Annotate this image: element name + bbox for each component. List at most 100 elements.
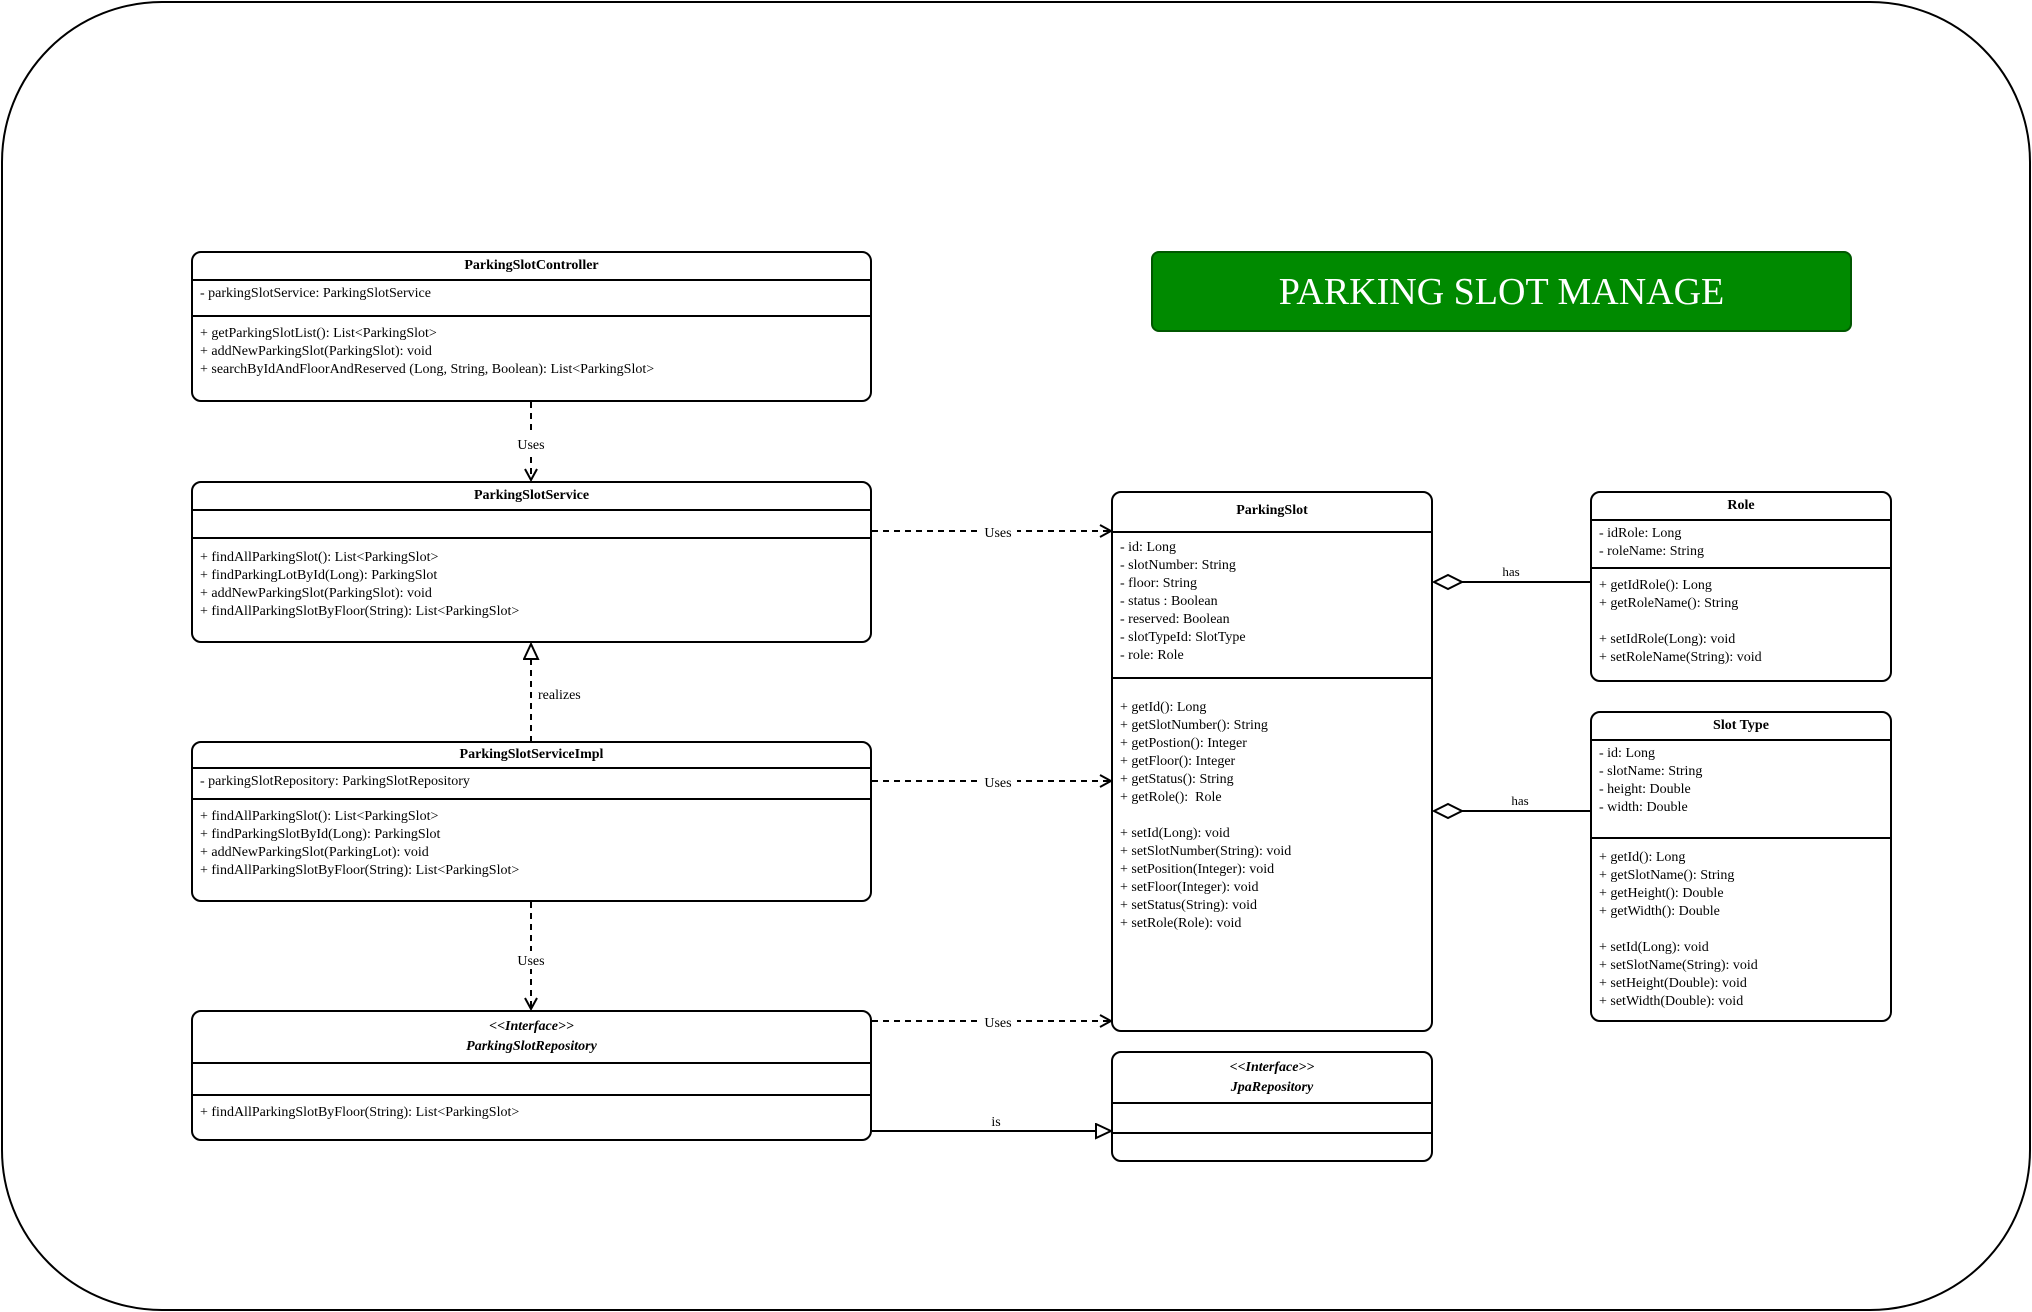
method-line: + findAllParkingSlotByFloor(String): Lis…	[200, 863, 520, 878]
attribute-line: - width: Double	[1599, 800, 1688, 815]
method-line: + findAllParkingSlotByFloor(String): Lis…	[200, 604, 520, 619]
methods-section	[1113, 1134, 1431, 1142]
attribute-line: - role: Role	[1120, 648, 1184, 663]
method-line: + getRole(): Role	[1120, 790, 1222, 805]
edge-label-service-parkingslot: Uses	[984, 526, 1011, 541]
attributes-section	[193, 511, 870, 539]
method-line: + getHeight(): Double	[1599, 886, 1724, 901]
methods-section: + getIdRole(): Long + getRoleName(): Stri…	[1592, 569, 1890, 671]
edge-label-controller-service: Uses	[517, 438, 544, 453]
class-parkingslotcontroller: ParkingSlotController - parkingSlotServi…	[191, 251, 872, 402]
edge-label-repository-parkingslot: Uses	[984, 1016, 1011, 1031]
attributes-section	[1113, 1104, 1431, 1134]
stereotype-label: <<Interface>>	[1229, 1059, 1315, 1075]
attribute-line: - floor: String	[1120, 576, 1197, 591]
attribute-line: - id: Long	[1599, 746, 1655, 761]
attributes-section: - idRole: Long - roleName: String	[1592, 521, 1890, 569]
method-line: + setSlotNumber(String): void	[1120, 844, 1292, 859]
class-name: Slot Type	[1592, 713, 1890, 741]
method-line: + getWidth(): Double	[1599, 904, 1720, 919]
blank-line	[1599, 613, 1883, 631]
blank-line	[1120, 807, 1424, 825]
method-line: + setRoleName(String): void	[1599, 650, 1762, 665]
class-parkingslot: ParkingSlot - id: Long- slotNumber: Stri…	[1111, 491, 1433, 1032]
diagram-title: PARKING SLOT MANAGE	[1278, 270, 1725, 313]
method-line: + setIdRole(Long): void	[1599, 632, 1736, 647]
method-line: + setRole(Role): void	[1120, 916, 1242, 931]
edge-label-repository-jpa: is	[991, 1115, 1000, 1130]
method-line: + getSlotNumber(): String	[1120, 718, 1268, 733]
method-line: + getId(): Long	[1120, 700, 1207, 715]
method-line: + findParkingLotById(Long): ParkingSlot	[200, 568, 438, 583]
class-slottype: Slot Type - id: Long - slotName: String - …	[1590, 711, 1892, 1022]
methods-section: + getParkingSlotList(): List<ParkingSlot…	[193, 317, 870, 383]
class-name: ParkingSlot	[1113, 493, 1431, 533]
blank-line	[1599, 921, 1883, 939]
attributes-section	[193, 1064, 870, 1096]
methods-section: + findAllParkingSlot(): List<ParkingSlot…	[193, 539, 870, 625]
edge-label-role-parkingslot: has	[1502, 564, 1519, 579]
class-name: ParkingSlotController	[193, 253, 870, 281]
class-name: Role	[1592, 493, 1890, 521]
method-line: + setPosition(Integer): void	[1120, 862, 1275, 877]
attribute-line: - roleName: String	[1599, 544, 1704, 559]
aggregation-diamond-slottype	[1431, 802, 1465, 820]
methods-section: + getId(): Long + getSlotName(): String + …	[1592, 839, 1890, 1015]
method-line: + getFloor(): Integer	[1120, 754, 1236, 769]
method-line: + getSlotName(): String	[1599, 868, 1735, 883]
attribute-line: - slotName: String	[1599, 764, 1703, 779]
method-line: + searchByIdAndFloorAndReserved (Long, S…	[200, 362, 655, 377]
aggregation-diamond-role	[1431, 573, 1465, 591]
class-name: JpaRepository	[1230, 1079, 1314, 1095]
method-line: + findAllParkingSlotByFloor(String): Lis…	[200, 1105, 520, 1120]
edge-label-impl-service: realizes	[538, 688, 581, 703]
class-name: ParkingSlotServiceImpl	[193, 743, 870, 769]
method-line: + findAllParkingSlot(): List<ParkingSlot…	[200, 550, 439, 565]
method-line: + setHeight(Double): void	[1599, 976, 1747, 991]
attribute-line: - slotTypeId: SlotType	[1120, 630, 1246, 645]
method-line: + addNewParkingSlot(ParkingLot): void	[200, 845, 429, 860]
attribute-line: - height: Double	[1599, 782, 1691, 797]
attribute-line: - parkingSlotRepository: ParkingSlotRepo…	[200, 774, 470, 789]
method-line: + getStatus(): String	[1120, 772, 1234, 787]
class-name: ParkingSlotService	[193, 483, 870, 511]
class-parkingslotserviceimpl: ParkingSlotServiceImpl - parkingSlotRepo…	[191, 741, 872, 902]
attributes-section: - id: Long- slotNumber: String- floor: S…	[1113, 533, 1431, 679]
method-line: + setId(Long): void	[1120, 826, 1230, 841]
method-line: + setStatus(String): void	[1120, 898, 1258, 913]
method-line: + addNewParkingSlot(ParkingSlot): void	[200, 344, 432, 359]
class-name: ParkingSlotRepository	[466, 1039, 597, 1054]
attributes-section: - parkingSlotService: ParkingSlotService	[193, 281, 870, 317]
method-line: + findAllParkingSlot(): List<ParkingSlot…	[200, 809, 439, 824]
method-line: + getId(): Long	[1599, 850, 1686, 865]
attribute-line: - reserved: Boolean	[1120, 612, 1230, 627]
class-header: <<Interface>> JpaRepository	[1113, 1053, 1431, 1104]
methods-section: + findAllParkingSlotByFloor(String): Lis…	[193, 1096, 870, 1126]
method-line: + setFloor(Integer): void	[1120, 880, 1259, 895]
method-line: + setSlotName(String): void	[1599, 958, 1758, 973]
interface-jparepository: <<Interface>> JpaRepository	[1111, 1051, 1433, 1162]
methods-section: + findAllParkingSlot(): List<ParkingSlot…	[193, 800, 870, 884]
stereotype-label: <<Interface>>	[489, 1019, 574, 1034]
class-parkingslotservice: ParkingSlotService + findAllParkingSlot(…	[191, 481, 872, 643]
edge-label-slottype-parkingslot: has	[1511, 793, 1528, 808]
attribute-line: - status : Boolean	[1120, 594, 1218, 609]
class-header: <<Interface>> ParkingSlotRepository	[193, 1012, 870, 1064]
method-line: + getPostion(): Integer	[1120, 736, 1247, 751]
method-line: + getIdRole(): Long	[1599, 578, 1712, 593]
method-line: + getParkingSlotList(): List<ParkingSlot…	[200, 326, 437, 341]
methods-section: + getId(): Long + getSlotNumber(): String…	[1113, 679, 1431, 937]
attribute-line: - parkingSlotService: ParkingSlotService	[200, 286, 431, 301]
attribute-line: - slotNumber: String	[1120, 558, 1236, 573]
attribute-line: - idRole: Long	[1599, 526, 1682, 541]
edge-label-impl-repository: Uses	[517, 954, 544, 969]
method-line: + getRoleName(): String	[1599, 596, 1739, 611]
method-line: + setId(Long): void	[1599, 940, 1709, 955]
method-line: + setWidth(Double): void	[1599, 994, 1744, 1009]
edge-label-impl-parkingslot: Uses	[984, 776, 1011, 791]
method-line: + addNewParkingSlot(ParkingSlot): void	[200, 586, 432, 601]
attributes-section: - parkingSlotRepository: ParkingSlotRepo…	[193, 769, 870, 800]
interface-parkingslotrepository: <<Interface>> ParkingSlotRepository + fi…	[191, 1010, 872, 1141]
method-line: + findParkingSlotById(Long): ParkingSlot	[200, 827, 441, 842]
